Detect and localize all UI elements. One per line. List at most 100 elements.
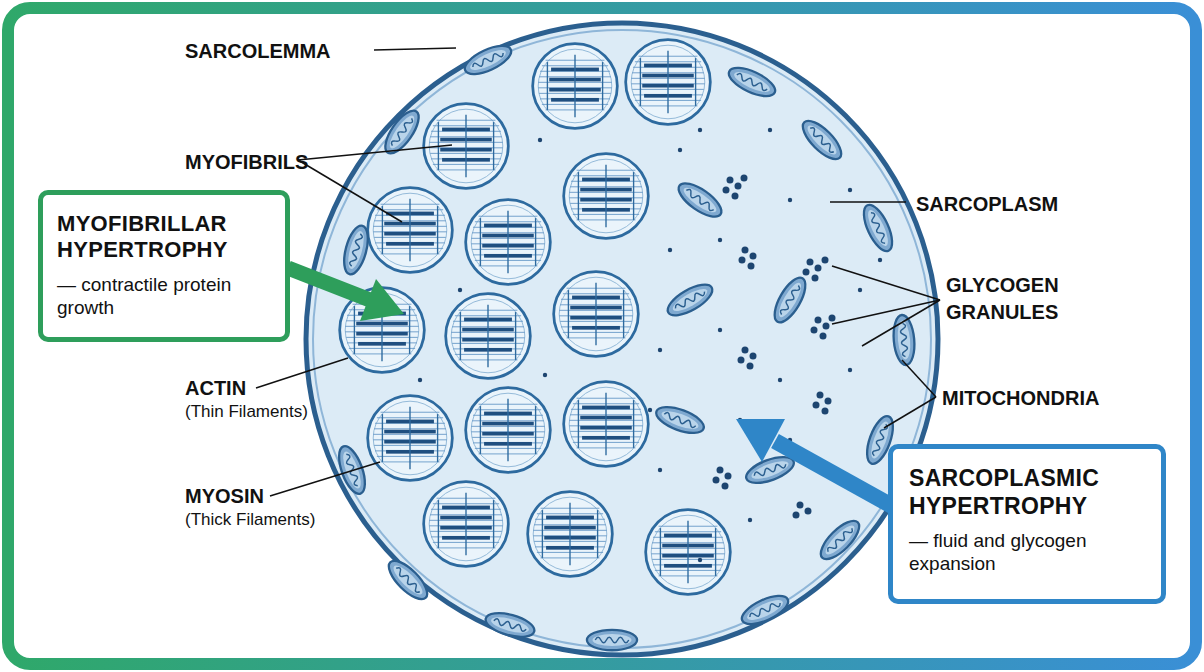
part-label: (Thick Filaments)	[185, 509, 315, 532]
granule	[812, 275, 819, 282]
mitochondrion	[653, 402, 707, 438]
leader-lines	[256, 48, 940, 496]
granule	[829, 315, 836, 322]
granule	[878, 258, 882, 262]
callout-box: MYOFIBRILLAR HYPERTROPHY— contractile pr…	[38, 190, 290, 342]
part-label: SARCOPLASM	[916, 191, 1058, 218]
granule	[741, 175, 748, 182]
leader-line	[298, 160, 402, 222]
granule	[698, 128, 702, 132]
mitochondrion	[461, 40, 515, 80]
part-label: ACTIN	[185, 375, 246, 402]
sarcolemma-inner-line	[313, 30, 931, 648]
leader-line	[298, 145, 452, 160]
granule	[727, 177, 734, 184]
myofibril	[554, 272, 639, 357]
callout-box: SARCOPLASMIC HYPERTROPHY — fluid and glyc…	[888, 444, 1166, 604]
mitochondrion	[674, 177, 727, 222]
granule	[793, 512, 800, 519]
myofibril	[646, 510, 731, 595]
granule	[768, 128, 772, 132]
myofibril	[528, 492, 613, 577]
granule	[807, 259, 814, 266]
myofibril	[564, 154, 649, 239]
granule	[718, 238, 722, 242]
part-label: MITOCHONDRIA	[942, 385, 1099, 412]
green-arrow-head	[360, 279, 404, 321]
glycogen-granules	[418, 128, 882, 562]
frame-border	[8, 8, 1196, 664]
granule	[748, 263, 755, 270]
granule	[678, 148, 682, 152]
mitochondria-group	[334, 40, 917, 650]
granule	[823, 323, 830, 330]
granule	[817, 392, 824, 399]
myofibril	[368, 396, 453, 481]
granule	[722, 483, 729, 490]
granule	[713, 477, 720, 484]
callout-body: — fluid and glycogen expansion	[909, 530, 1119, 576]
part-label: (Thin Filaments)	[185, 401, 308, 424]
mitochondrion	[769, 273, 812, 327]
callout-arrows	[288, 268, 892, 506]
part-label: MYOFIBRILS	[185, 149, 308, 176]
part-label: MYOSIN	[185, 483, 264, 510]
granule	[543, 373, 547, 377]
granule	[718, 328, 722, 332]
leader-line	[862, 300, 940, 346]
leader-line	[256, 358, 348, 388]
granule	[822, 257, 829, 264]
myofibril-bundle	[340, 40, 731, 595]
myofibril	[466, 388, 551, 473]
granule	[797, 502, 804, 509]
mitochondrion	[815, 515, 865, 565]
callout-heading: SARCOPLASMIC HYPERTROPHY	[909, 465, 1145, 520]
granule	[815, 265, 822, 272]
granule	[723, 187, 730, 194]
granule	[788, 198, 792, 202]
leader-line	[902, 360, 936, 397]
mitochondrion	[483, 609, 537, 642]
mitochondrion	[587, 630, 637, 650]
granule	[418, 378, 422, 382]
granule	[805, 508, 812, 515]
mitochondrion	[797, 115, 847, 165]
granule	[658, 468, 662, 472]
granule	[803, 269, 810, 276]
granule	[742, 247, 749, 254]
granule	[732, 193, 739, 200]
mitochondrion	[858, 201, 898, 255]
granule	[717, 467, 724, 474]
green-arrow-shaft	[288, 268, 370, 300]
mitochondrion	[340, 223, 373, 277]
mitochondrion	[725, 62, 779, 102]
granule	[668, 248, 672, 252]
granule	[538, 138, 542, 142]
granule	[747, 363, 754, 370]
granule	[778, 378, 782, 382]
part-label: GLYCOGEN GRANULES	[946, 272, 1086, 326]
granule	[725, 473, 732, 480]
leader-line	[270, 462, 380, 496]
granule	[815, 317, 822, 324]
part-label: SARCOLEMMA	[185, 38, 331, 65]
granule	[748, 518, 752, 522]
leader-line	[832, 266, 940, 300]
callout-heading: MYOFIBRILLAR HYPERTROPHY	[57, 211, 271, 264]
granule	[658, 348, 662, 352]
granule	[738, 357, 745, 364]
myofibril	[564, 382, 649, 467]
muscle-fiber-outline	[306, 23, 938, 655]
myofibril	[466, 200, 551, 285]
blue-arrow-shaft	[775, 441, 892, 506]
granule	[858, 288, 862, 292]
granule	[739, 257, 746, 264]
granule	[811, 327, 818, 334]
mitochondrion	[738, 590, 792, 630]
granule	[848, 368, 852, 372]
granule	[742, 347, 749, 354]
myofibril	[533, 44, 618, 129]
myofibril	[446, 294, 531, 379]
granule	[750, 353, 757, 360]
granule	[458, 288, 462, 292]
